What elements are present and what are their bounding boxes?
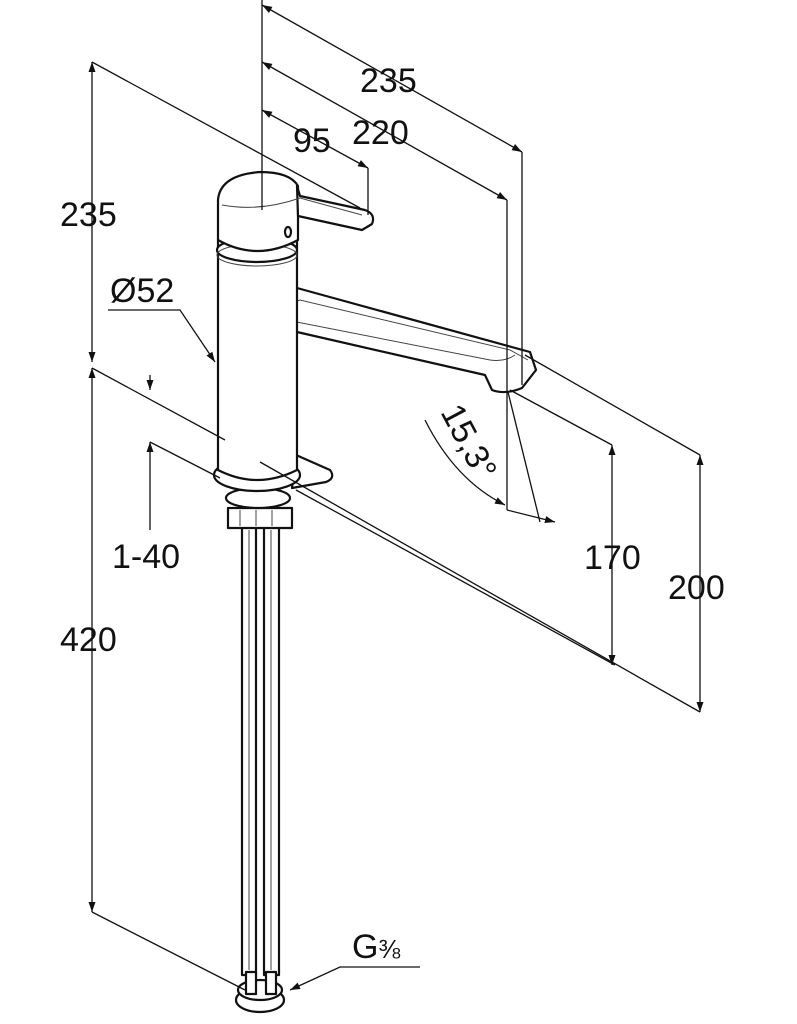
dim-spout-angle: 15,3°	[433, 398, 504, 486]
hose-connector	[234, 970, 286, 1014]
dim-hose-length: 420	[60, 621, 117, 659]
dim-connection-thread: G⅜	[352, 928, 400, 966]
supply-hoses	[240, 523, 281, 977]
dimension-lines	[88, 0, 704, 991]
dim-spout-height-200: 200	[668, 569, 725, 607]
dim-body-diameter: Ø52	[110, 272, 174, 310]
dim-spout-reach-inner: 220	[352, 114, 409, 152]
spout	[260, 286, 538, 394]
dim-height-above-deck: 235	[60, 196, 117, 234]
dim-outlet-height-170: 170	[584, 539, 641, 577]
dim-deck-thickness: 1-40	[112, 538, 180, 576]
base-plate	[290, 453, 334, 490]
dim-lever-reach: 95	[293, 122, 331, 160]
faucet	[212, 170, 538, 1014]
handle-cap	[216, 170, 300, 253]
mounting-nut	[224, 486, 294, 530]
faucet-body	[216, 238, 299, 482]
dim-spout-reach-outer: 235	[360, 62, 417, 100]
